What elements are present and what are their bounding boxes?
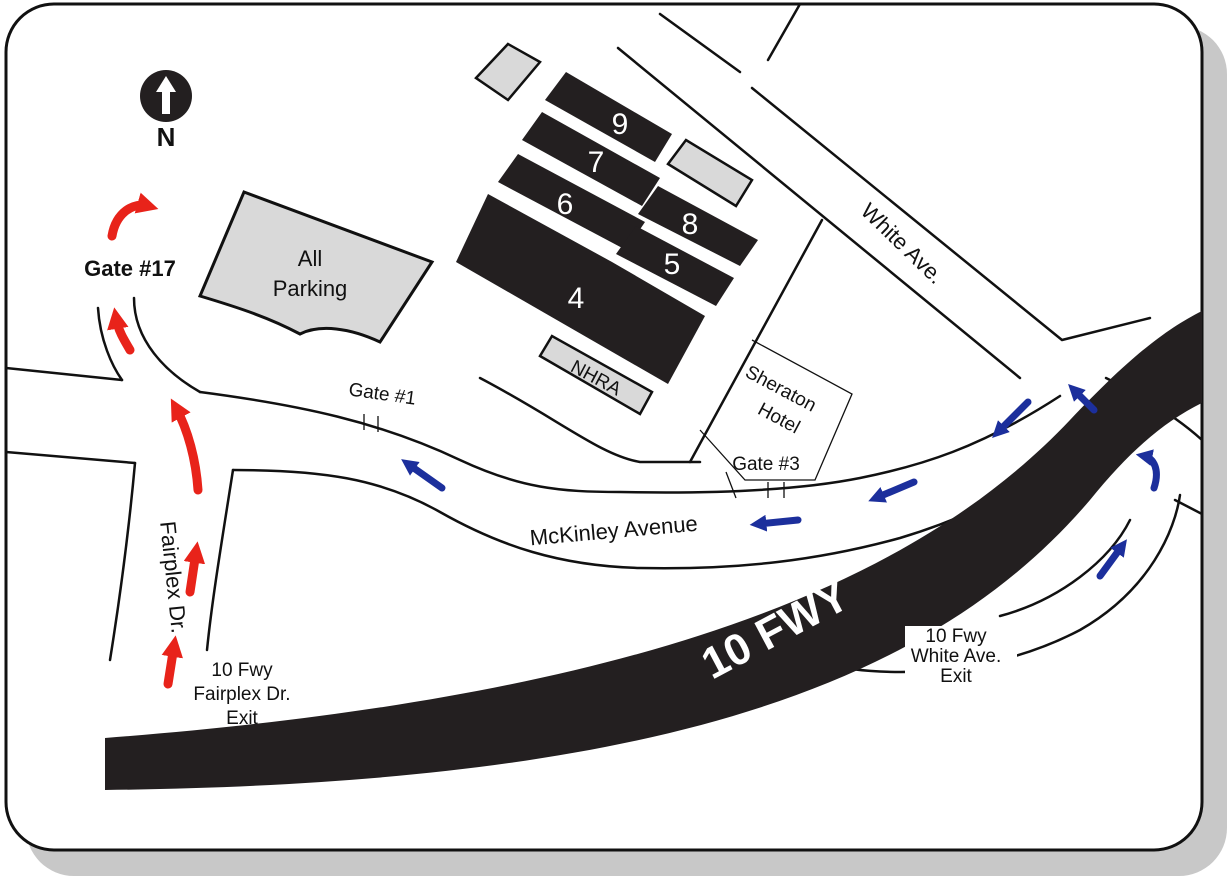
freeway-10: [105, 300, 1202, 790]
route-arrow-icon: [401, 459, 446, 492]
compass: N: [140, 70, 192, 152]
white-ave-north-edge: [750, 86, 1152, 342]
lot-5: [616, 226, 734, 306]
white-exit-ramp-east: [1173, 498, 1202, 516]
white-exit-label-bg: [905, 626, 1017, 686]
gate-17-label: Gate #17: [84, 256, 176, 281]
route-arrow-icon: [868, 478, 918, 503]
all-parking-label-line1: All: [298, 246, 322, 271]
lot-light-right: [666, 138, 754, 208]
lot-8-label: 8: [682, 208, 699, 241]
gate-3-left-post: [725, 471, 737, 499]
all-parking-label-line2: Parking: [273, 276, 348, 301]
mckinley-north-edge: [6, 366, 1062, 494]
lot-4: [456, 194, 705, 384]
lot-7: [522, 112, 660, 206]
gate17-west-edge: [96, 306, 124, 382]
north-arrow-shape: [156, 76, 176, 114]
fairplex-exit-line3: Exit: [226, 708, 258, 729]
route-arrow-icon: [161, 635, 183, 689]
lot-5-label: 5: [664, 248, 681, 281]
fairplex-exit-label: 10 Fwy Fairplex Dr. Exit: [193, 660, 290, 729]
white-exit-line1: 10 Fwy: [925, 626, 987, 647]
white-exit-label: 10 Fwy White Ave. Exit: [905, 626, 1017, 687]
red-route: [107, 192, 206, 689]
route-arrow-icon: [1096, 539, 1127, 580]
all-parking-area: [197, 190, 435, 344]
lot-4-label: 4: [568, 282, 585, 315]
white-ave-south-edge: [616, 46, 1022, 380]
route-arrow-icon: [749, 514, 802, 532]
lot-6: [498, 154, 645, 250]
gate-3-marker: [767, 482, 785, 498]
route-arrow-icon: [1068, 384, 1098, 414]
route-arrow-icon: [170, 398, 203, 495]
lot-9: [545, 72, 672, 162]
route-arrow-icon: [107, 307, 135, 355]
route-arrow-icon: [183, 541, 206, 597]
lot-8: [638, 186, 758, 266]
white-exit-ramp-outer: [808, 493, 1182, 674]
lot-6-label: 6: [557, 188, 574, 221]
lot-boundary-east: [688, 218, 824, 464]
nhra-building: [538, 334, 654, 416]
route-arrow-icon: [992, 398, 1032, 438]
route-arrow-icon: [107, 192, 159, 241]
lot-light-small: [474, 42, 542, 102]
white-exit-ramp-inner: [998, 518, 1132, 618]
compass-label: N: [157, 122, 176, 152]
fairplex-east-edge: [205, 468, 235, 652]
gate17-east-edge: [132, 296, 202, 394]
lot-7-label: 7: [588, 146, 605, 179]
lot-boundary-west: [478, 376, 702, 464]
route-arrow-icon: [1135, 449, 1160, 492]
white-exit-line3: Exit: [940, 666, 972, 687]
sheraton-outline: [699, 339, 853, 481]
white-ave-top-stub: [658, 4, 802, 74]
blue-route: [401, 384, 1160, 580]
white-exit-line2: White Ave.: [911, 646, 1001, 667]
fairplex-west-edge: [108, 461, 137, 662]
fairplex-exit-line2: Fairplex Dr.: [193, 684, 290, 705]
gate-3-label: Gate #3: [732, 454, 800, 475]
gate-1-marker: [363, 414, 379, 432]
lot-9-label: 9: [612, 108, 629, 141]
fairplex-exit-line1: 10 Fwy: [211, 660, 273, 681]
